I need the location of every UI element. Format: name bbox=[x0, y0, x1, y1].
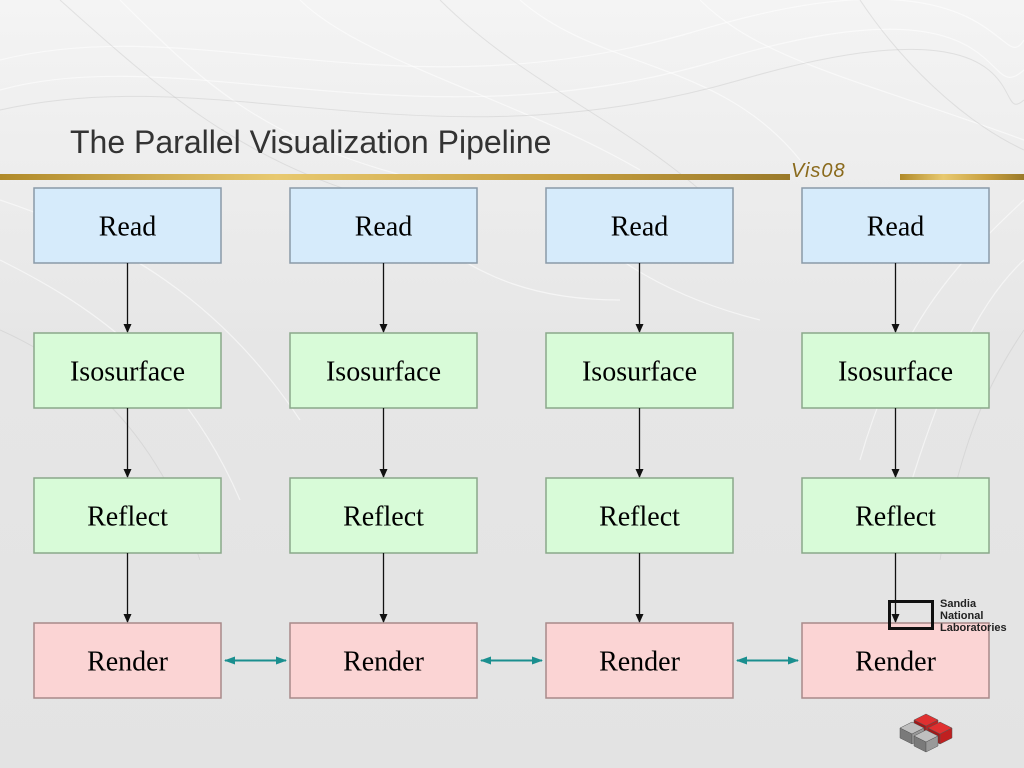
stage-reflect-node: Reflect bbox=[289, 477, 478, 554]
stage-box bbox=[289, 622, 478, 699]
stage-label: Isosurface bbox=[582, 357, 697, 388]
stage-isosurface-node: Isosurface bbox=[33, 332, 222, 409]
stage-label: Render bbox=[87, 647, 169, 678]
stage-label: Render bbox=[855, 647, 937, 678]
stage-read-node: Read bbox=[33, 187, 222, 264]
kitware-cubes-logo bbox=[899, 713, 953, 753]
stage-render-node: Render bbox=[545, 622, 734, 699]
stage-label: Render bbox=[343, 647, 425, 678]
stage-render-node: Render bbox=[289, 622, 478, 699]
stage-reflect-node: Reflect bbox=[33, 477, 222, 554]
stage-isosurface-node: Isosurface bbox=[801, 332, 990, 409]
sandia-thunderbird-icon bbox=[888, 600, 934, 630]
stage-reflect-node: Reflect bbox=[545, 477, 734, 554]
vis08-logo-text: Vis08 bbox=[791, 160, 846, 182]
stage-label: Reflect bbox=[599, 502, 680, 533]
stage-box bbox=[33, 332, 222, 409]
stage-box bbox=[545, 477, 734, 554]
stage-box bbox=[33, 477, 222, 554]
sandia-logo: Sandia National Laboratories bbox=[888, 598, 1018, 698]
stage-render-node: Render bbox=[801, 622, 990, 699]
stage-box bbox=[289, 477, 478, 554]
stage-box bbox=[33, 622, 222, 699]
sandia-logo-text: Sandia National Laboratories bbox=[940, 598, 1007, 634]
stage-label: Isosurface bbox=[326, 357, 441, 388]
stage-reflect-node: Reflect bbox=[801, 477, 990, 554]
vis08-logo: Vis08 bbox=[791, 160, 846, 183]
stage-box bbox=[545, 622, 734, 699]
title-divider bbox=[0, 174, 1024, 180]
stage-label: Read bbox=[355, 212, 413, 243]
stage-isosurface-node: Isosurface bbox=[545, 332, 734, 409]
stage-read-node: Read bbox=[545, 187, 734, 264]
stage-isosurface-node: Isosurface bbox=[289, 332, 478, 409]
stage-label: Read bbox=[99, 212, 157, 243]
stage-box bbox=[801, 187, 990, 264]
stage-label: Read bbox=[611, 212, 669, 243]
stage-label: Render bbox=[599, 647, 681, 678]
stage-label: Reflect bbox=[343, 502, 424, 533]
stage-label: Isosurface bbox=[838, 357, 953, 388]
stage-label: Read bbox=[867, 212, 925, 243]
stage-box bbox=[801, 622, 990, 699]
stage-label: Reflect bbox=[855, 502, 936, 533]
stage-label: Isosurface bbox=[70, 357, 185, 388]
stage-box bbox=[801, 477, 990, 554]
stage-render-node: Render bbox=[33, 622, 222, 699]
stage-box bbox=[801, 332, 990, 409]
stage-box bbox=[289, 187, 478, 264]
stage-read-node: Read bbox=[801, 187, 990, 264]
stage-box bbox=[545, 332, 734, 409]
slide-title: The Parallel Visualization Pipeline bbox=[70, 124, 552, 160]
stage-read-node: Read bbox=[289, 187, 478, 264]
stage-box bbox=[545, 187, 734, 264]
stage-label: Reflect bbox=[87, 502, 168, 533]
